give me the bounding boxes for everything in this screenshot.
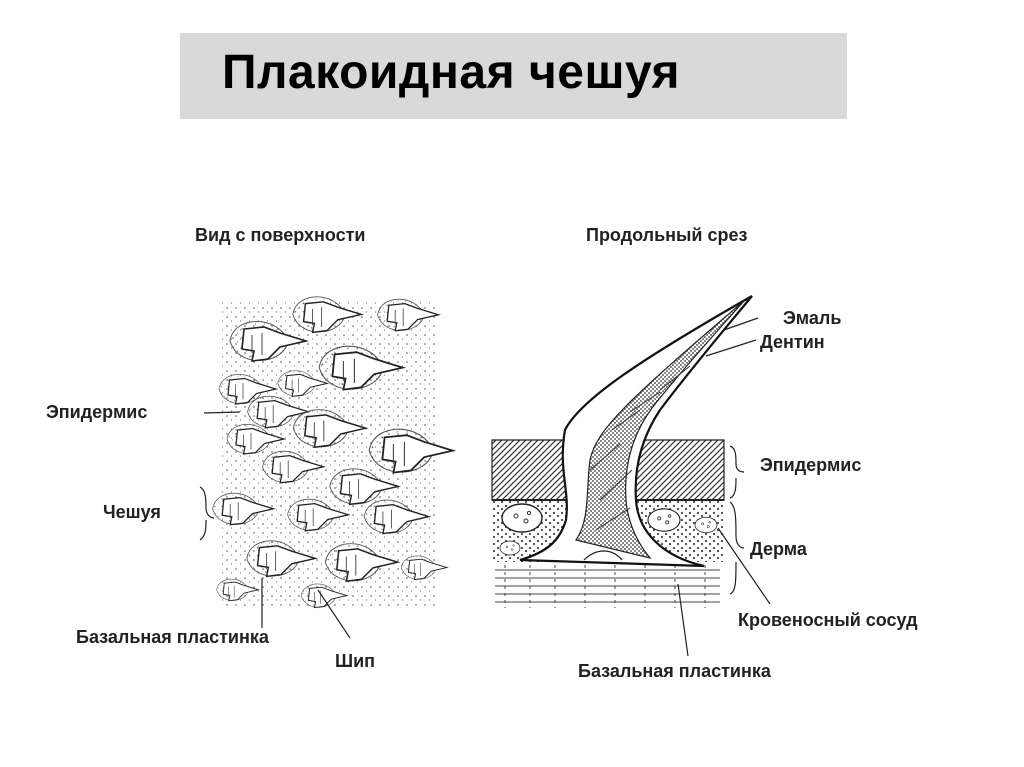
dermis-label: Дерма <box>750 539 807 559</box>
section-epidermis-label: Эпидермис <box>760 455 862 475</box>
dentin-label: Дентин <box>760 332 825 352</box>
surface-view-leaders <box>199 411 351 639</box>
section-view-leaders <box>677 317 771 657</box>
section-view-illustration <box>491 295 753 608</box>
spine-label: Шип <box>335 651 376 671</box>
surface-scale-label: Чешуя <box>103 502 161 522</box>
surface-epidermis-label: Эпидермис <box>46 402 148 422</box>
section-view-heading: Продольный срез <box>586 225 748 245</box>
enamel-label: Эмаль <box>783 308 842 328</box>
slide-title: Плакоидная чешуя <box>222 46 681 99</box>
section-basal-plate-label: Базальная пластинка <box>578 661 771 681</box>
surface-view-illustration <box>211 296 454 609</box>
surface-view-heading: Вид с поверхности <box>195 225 366 245</box>
blood-vessel-label: Кровеносный сосуд <box>738 610 918 630</box>
title-banner <box>180 33 847 119</box>
surface-basal-plate-label: Базальная пластинка <box>76 627 269 647</box>
